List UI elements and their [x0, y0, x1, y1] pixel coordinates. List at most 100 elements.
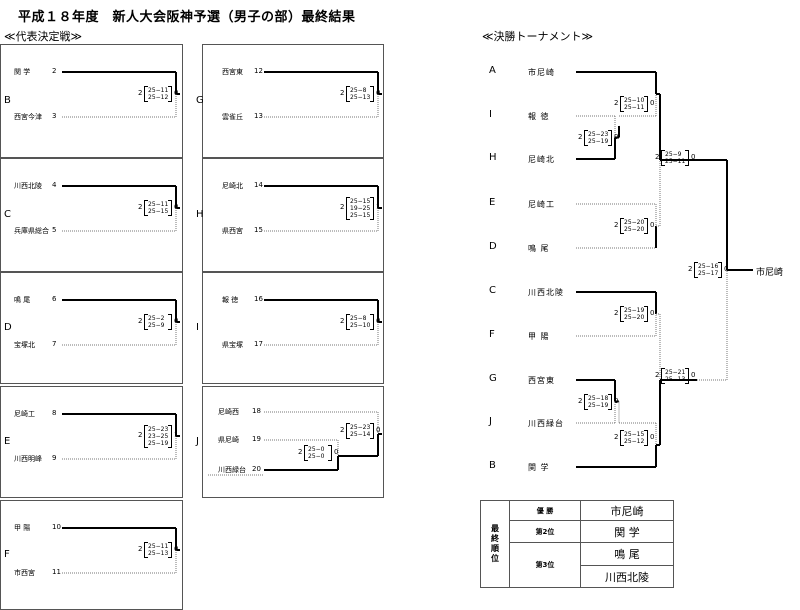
- team-seed: 15: [254, 226, 263, 234]
- match-score-games-lost: 0: [650, 309, 655, 317]
- block-j-semi-games-lost: 0: [334, 448, 339, 456]
- team-name: 報 徳: [222, 296, 239, 304]
- slot-team: 甲 陽: [528, 332, 550, 341]
- match-score-scores: 25−18 25−19: [588, 394, 609, 409]
- team-name: 雲雀丘: [222, 113, 243, 121]
- match-score-games-lost: 0: [614, 132, 619, 141]
- team-name: 県西宮: [222, 227, 243, 235]
- block-score-bracket: [144, 424, 148, 448]
- block-score-scores: 25−23 23−25 25−19: [148, 425, 169, 447]
- match-score-games-won: 2: [578, 396, 583, 405]
- team-seed: 12: [254, 67, 263, 75]
- match-score-scores: 25−19 25−20: [624, 307, 645, 321]
- block-score-scores: 25−11 25−12: [148, 87, 169, 101]
- team-seed: 2: [52, 67, 57, 75]
- results-table: 最終順位 優 勝 市尼崎 第2位 関 学 第3位 鳴 尾 川西北陵: [480, 500, 674, 588]
- team-name: 西宮東: [222, 68, 243, 76]
- page-title: 平成１８年度 新人大会阪神予選（男子の部）最終結果: [18, 10, 356, 25]
- block-score-games-lost: 1: [174, 431, 179, 439]
- block-score-scores: 25−8 25−13: [350, 87, 371, 101]
- team-seed: 9: [52, 454, 57, 462]
- block-letter: J: [196, 436, 199, 447]
- block-letter: G: [196, 95, 204, 106]
- block-score-games-lost: 0: [174, 89, 179, 97]
- team-seed: 7: [52, 340, 57, 348]
- match-score-games-lost: 0: [691, 153, 696, 161]
- block-j-final-bracket: [370, 423, 374, 439]
- match-score-scores: 25−15 25−12: [624, 431, 645, 445]
- block-score-scores: 25−2 25−9: [148, 315, 165, 329]
- team-seed: 20: [252, 465, 261, 473]
- block-score-games-won: 2: [138, 203, 143, 211]
- block-j-semi-games-won: 2: [298, 448, 303, 456]
- match-score-bracket: [584, 129, 588, 146]
- results-team: 鳴 尾: [580, 542, 674, 566]
- match-score-scores: 25−23 25−19: [588, 130, 609, 145]
- match-score-scores: 25−10 25−11: [624, 97, 645, 111]
- match-score-bracket: [608, 393, 612, 410]
- block-box: [202, 272, 384, 384]
- team-seed: 4: [52, 181, 57, 189]
- match-score-games-won: 2: [614, 99, 619, 107]
- block-score-bracket: [144, 86, 148, 102]
- team-name: 甲 陽: [14, 524, 31, 532]
- block-j-final-games-won: 2: [340, 426, 345, 434]
- team-seed: 10: [52, 523, 61, 531]
- results-team: 関 学: [580, 520, 674, 543]
- block-letter: F: [4, 549, 10, 560]
- team-name: 宝塚北: [14, 341, 35, 349]
- slot-letter: I: [489, 109, 492, 120]
- match-score-scores: 25−20 25−20: [624, 219, 645, 233]
- slot-letter: H: [489, 152, 497, 163]
- match-score-games-won: 2: [614, 221, 619, 229]
- results-label: 優 勝: [509, 500, 581, 521]
- block-letter: B: [4, 95, 11, 106]
- team-name: 尼崎工: [14, 410, 35, 418]
- block-score-bracket: [346, 314, 350, 330]
- block-box: [202, 386, 384, 498]
- champion-label: 市尼崎: [756, 268, 784, 278]
- match-score-bracket: [584, 393, 588, 410]
- slot-letter: G: [489, 373, 497, 384]
- results-label: 第3位: [509, 542, 581, 588]
- block-box: [202, 44, 384, 158]
- match-score-scores: 25−9 25−11: [665, 151, 686, 165]
- team-seed: 6: [52, 295, 57, 303]
- team-name: 市西宮: [14, 569, 35, 577]
- block-score-bracket: [144, 200, 148, 216]
- block-j-semi-bracket: [304, 445, 308, 461]
- slot-letter: C: [489, 285, 496, 296]
- slot-letter: A: [489, 65, 496, 76]
- block-score-scores: 25−11 25−15: [148, 201, 169, 215]
- team-seed: 18: [252, 407, 261, 415]
- block-score-games-won: 2: [340, 89, 345, 97]
- slot-team: 報 徳: [528, 112, 550, 121]
- block-j-semi-bracket: [328, 445, 332, 461]
- block-score-bracket: [168, 424, 172, 448]
- block-score-bracket: [346, 86, 350, 102]
- slot-team: 尼崎北: [528, 155, 555, 164]
- team-seed: 8: [52, 409, 57, 417]
- block-box: [0, 44, 183, 158]
- block-score-games-lost: 0: [376, 89, 381, 97]
- match-score-bracket: [685, 368, 689, 384]
- block-score-bracket: [168, 542, 172, 558]
- rep-header: ≪代表決定戦≫: [4, 30, 83, 43]
- results-side-char: 最: [491, 524, 499, 533]
- match-score-bracket: [620, 218, 624, 234]
- block-letter: E: [4, 436, 11, 447]
- block-score-scores: 25−11 25−13: [148, 543, 169, 557]
- slot-team: 川西北陵: [528, 288, 564, 297]
- block-letter: H: [196, 209, 204, 220]
- block-score-games-won: 2: [138, 89, 143, 97]
- match-score-bracket: [644, 306, 648, 322]
- block-j-final-bracket: [346, 423, 350, 439]
- block-score-games-won: 2: [138, 545, 143, 553]
- block-j-final-scores: 25−23 25−14: [350, 424, 371, 438]
- team-name: 県尼崎: [218, 436, 239, 444]
- slot-letter: D: [489, 241, 497, 252]
- match-score-bracket: [661, 150, 665, 166]
- match-score-games-lost: 0: [614, 396, 619, 405]
- match-score-bracket: [644, 96, 648, 112]
- block-score-bracket: [168, 86, 172, 102]
